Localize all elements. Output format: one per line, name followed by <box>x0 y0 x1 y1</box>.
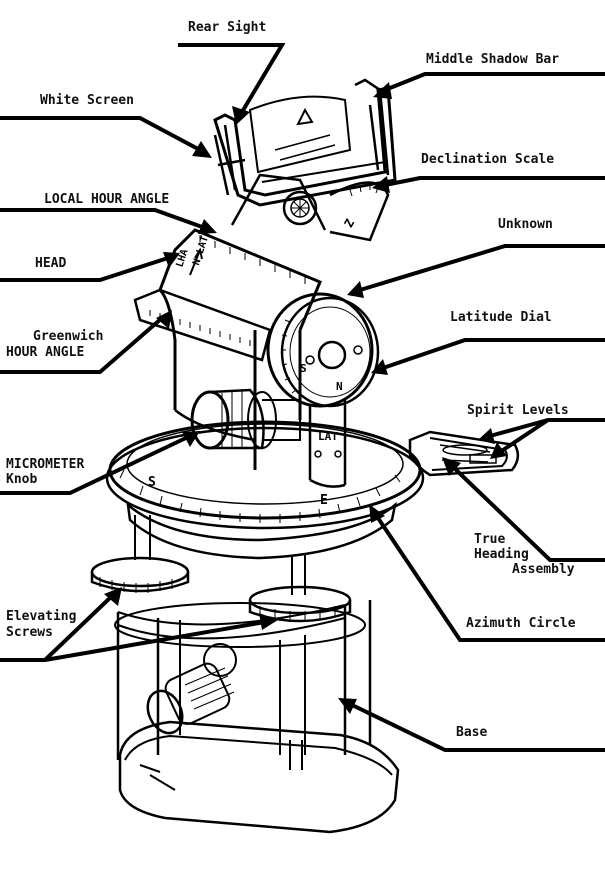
label-white-screen: White Screen <box>40 93 134 108</box>
arrow-spirit-level-2 <box>490 442 507 459</box>
label-greenwich-line1: Greenwich <box>33 329 104 344</box>
label-micrometer-line1: MICROMETER <box>6 457 85 472</box>
label-elevating-line1: Elevating <box>6 609 77 624</box>
sight-frame-drawing <box>213 78 397 207</box>
label-true-heading-line1: True <box>474 532 506 547</box>
pedestal-drawing <box>126 501 397 560</box>
arrow-local-hour-angle <box>198 219 217 234</box>
label-elevating-line2: Screws <box>6 625 53 640</box>
azimuth-e-mark: E <box>320 493 328 508</box>
label-head: HEAD <box>35 256 67 271</box>
label-local-hour-angle: LOCAL HOUR ANGLE <box>44 192 170 207</box>
label-declination-scale: Declination Scale <box>421 152 555 167</box>
label-greenwich-line2: HOUR ANGLE <box>6 345 85 360</box>
arrow-micrometer-knob <box>182 431 200 447</box>
label-rear-sight: Rear Sight <box>188 20 267 35</box>
decl-z-mark: Z <box>341 217 357 230</box>
arrow-white-screen <box>192 141 212 158</box>
arrow-true-heading <box>442 457 461 476</box>
lat-dial-s-mark: S <box>300 362 307 375</box>
arrow-middle-shadow-bar <box>373 82 392 99</box>
lha-engraving: LHA <box>175 248 191 269</box>
label-base: Base <box>456 725 488 740</box>
arrow-base <box>338 698 357 714</box>
elevating-screws-drawing <box>90 515 352 770</box>
arrow-elevating-screw-1 <box>104 587 122 606</box>
arrow-azimuth-circle <box>369 504 385 523</box>
latitude-dial-drawing: S N LAT <box>266 292 380 488</box>
leader-lines <box>0 43 605 752</box>
label-middle-shadow-bar: Middle Shadow Bar <box>426 52 560 67</box>
azimuth-circle-drawing: S E <box>105 420 425 530</box>
arrow-latitude-dial <box>371 359 388 375</box>
arrow-spirit-level-1 <box>478 428 495 444</box>
micrometer-knob-drawing <box>190 388 301 450</box>
lat-engraving: LAT <box>318 430 338 443</box>
label-true-heading-line3: Assembly <box>512 562 575 577</box>
label-unknown: Unknown <box>498 217 553 232</box>
arrow-declination-scale <box>372 176 390 193</box>
arrow-unknown <box>347 281 364 298</box>
base-knurled-cylinder <box>146 643 237 735</box>
base-drawing <box>114 600 400 834</box>
label-true-heading-line2: Heading <box>474 547 529 562</box>
lat-dial-n-mark: N <box>336 380 343 393</box>
arrow-rear-sight <box>232 106 250 125</box>
arrow-head <box>163 252 180 268</box>
arrow-greenwich-hour-angle <box>156 310 172 329</box>
arrow-elevating-screw-2 <box>259 613 278 630</box>
label-spirit-levels: Spirit Levels <box>467 403 569 418</box>
label-micrometer-line2: Knob <box>6 472 38 487</box>
label-latitude-dial: Latitude Dial <box>450 310 552 325</box>
azimuth-s-mark: S <box>148 475 156 490</box>
label-azimuth-circle: Azimuth Circle <box>466 616 576 631</box>
